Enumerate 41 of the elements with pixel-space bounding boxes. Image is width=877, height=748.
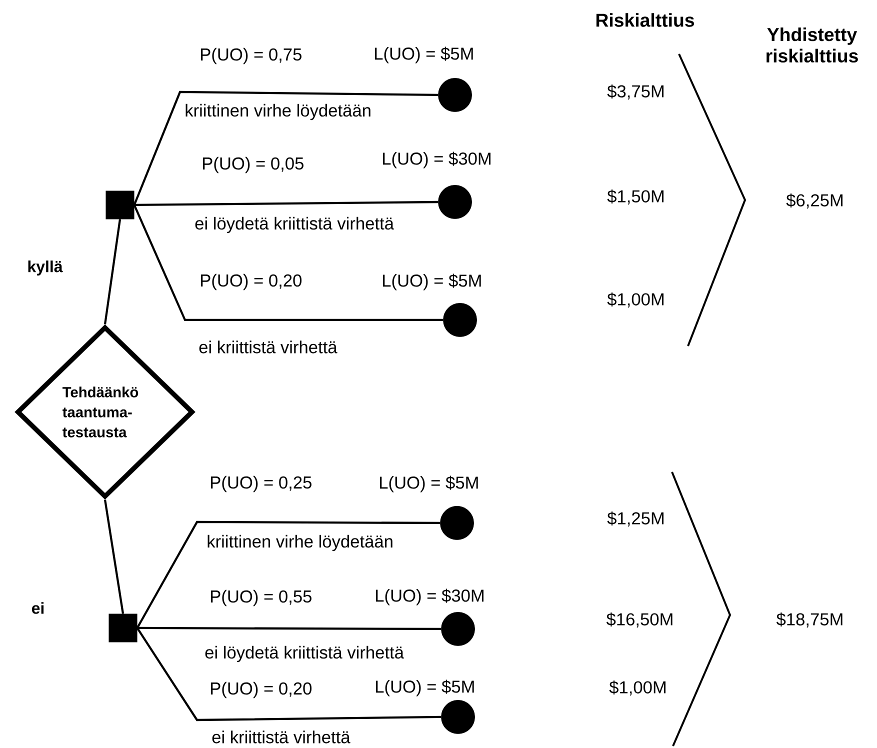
connector-line [133, 90, 438, 206]
connector-line [136, 520, 440, 629]
total-risk-value: $18,75M [776, 612, 842, 628]
outcome-circle [441, 700, 475, 734]
probability-label: P(UO) = 0,55 [211, 590, 312, 606]
outcome-circle [440, 506, 474, 540]
outcome-circle [441, 612, 475, 646]
edge-label: ei kriittistä virhettä [210, 729, 352, 745]
outcome-circle [438, 78, 472, 112]
connector-line [133, 204, 444, 322]
risk-value: $16,50M [606, 612, 672, 628]
probability-label: P(UO) = 0,05 [203, 156, 304, 174]
connector-line [137, 626, 442, 630]
edge-label: ei [30, 600, 46, 616]
outcome-circle [443, 303, 477, 337]
probability-label: P(UO) = 0,20 [201, 274, 302, 290]
decision-square [106, 190, 134, 220]
connector-line [104, 219, 122, 324]
edge-label: kriittinen virhe löydetään [205, 534, 395, 552]
probability-label: P(UO) = 0,25 [211, 476, 312, 492]
risk-value: $1,00M [609, 680, 666, 696]
probability-label: P(UO) = 0,20 [211, 682, 312, 698]
connector-line [134, 200, 438, 206]
risk-value: $3,75M [607, 84, 664, 100]
loss-label: L(UO) = $30M [383, 152, 490, 168]
edge-label: ei kriittistä virhettä [197, 339, 339, 355]
decision-square [108, 614, 138, 642]
connector-line [136, 627, 442, 722]
probability-label: P(UO) = 0,75 [201, 48, 302, 64]
total-risk-value: $6,25M [786, 193, 842, 209]
edge-label: kyllä [26, 259, 64, 277]
risk-value: $1,25M [607, 511, 664, 527]
edge-label: ei löydetä kriittistä virhettä [203, 644, 406, 664]
edge-label: kriittinen virhe löydetään [183, 102, 373, 122]
outcome-circle [438, 185, 472, 219]
risk-value: $1,50M [607, 189, 664, 205]
edge-label: ei löydetä kriittistä virhettä [193, 216, 396, 234]
column-heading: Riskialttius [596, 13, 694, 27]
connector-line [104, 500, 124, 614]
risk-value: $1,00M [607, 292, 664, 308]
column-heading: Yhdistetty riskialttius [766, 27, 858, 63]
